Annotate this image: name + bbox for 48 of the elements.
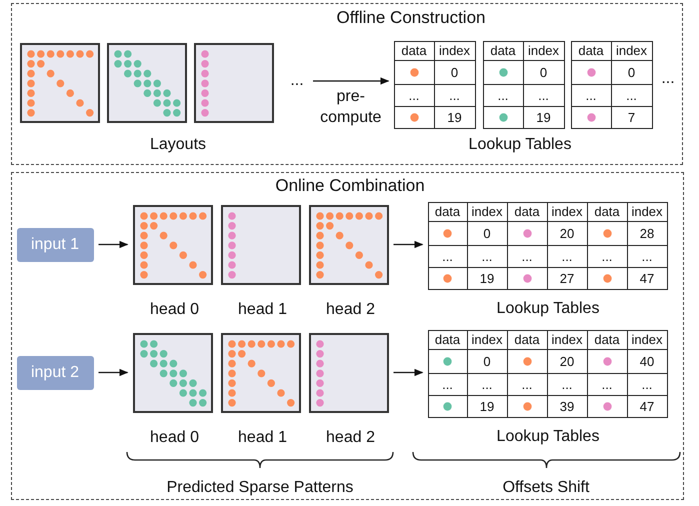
attention-pattern-box — [106, 42, 186, 122]
lookup-table — [394, 40, 476, 128]
table-cell: 19 — [522, 106, 564, 128]
dashed-panel — [11, 172, 684, 500]
dashed-panel — [11, 3, 683, 165]
arrow — [394, 368, 424, 376]
head-label: head 2 — [326, 428, 375, 446]
table-cell: index — [626, 202, 668, 222]
lookup-table — [428, 202, 668, 290]
arrow — [313, 77, 390, 85]
table-cell: data — [428, 202, 468, 222]
caption-label: Predicted Sparse Patterns — [166, 479, 354, 497]
lookup-table — [570, 40, 652, 128]
arrow — [98, 368, 128, 376]
arrow — [394, 240, 424, 248]
head-label: head 1 — [238, 300, 287, 318]
table-cell: data — [394, 40, 434, 60]
input-box: input 2 — [16, 356, 94, 390]
table-cell: 7 — [610, 106, 652, 128]
caption-label: Lookup Tables — [496, 428, 600, 446]
head-label: head 0 — [150, 300, 199, 318]
table-cell: 19 — [434, 106, 476, 128]
head-label: head 2 — [326, 300, 375, 318]
table-cell: 47 — [626, 266, 668, 290]
table-cell: 47 — [626, 394, 668, 418]
lookup-table — [482, 40, 564, 128]
caption-label: Lookup Tables — [496, 300, 600, 318]
table-cell: index — [522, 40, 564, 60]
caption-label: Layouts — [150, 136, 206, 154]
panel-title: Online Combination — [275, 176, 425, 196]
head-label: head 1 — [238, 428, 287, 446]
table-cell: index — [626, 330, 668, 350]
panel-title: Offline Construction — [336, 8, 486, 28]
table-cell: data — [428, 330, 468, 350]
table-cell: index — [610, 40, 652, 60]
ellipsis-label: ... — [661, 70, 675, 88]
input-box: input 1 — [16, 228, 94, 262]
caption-label: Offsets Shift — [502, 479, 590, 497]
ellipsis-label: ... — [290, 72, 304, 90]
attention-pattern-box — [194, 42, 274, 122]
caption-label: Lookup Tables — [468, 136, 572, 154]
table-cell: data — [482, 40, 524, 60]
attention-pattern-box — [20, 42, 100, 122]
arrow — [98, 240, 128, 248]
table-cell: data — [570, 40, 612, 60]
head-label: head 0 — [150, 428, 199, 446]
table-cell: index — [434, 40, 476, 60]
lookup-table — [428, 330, 668, 418]
